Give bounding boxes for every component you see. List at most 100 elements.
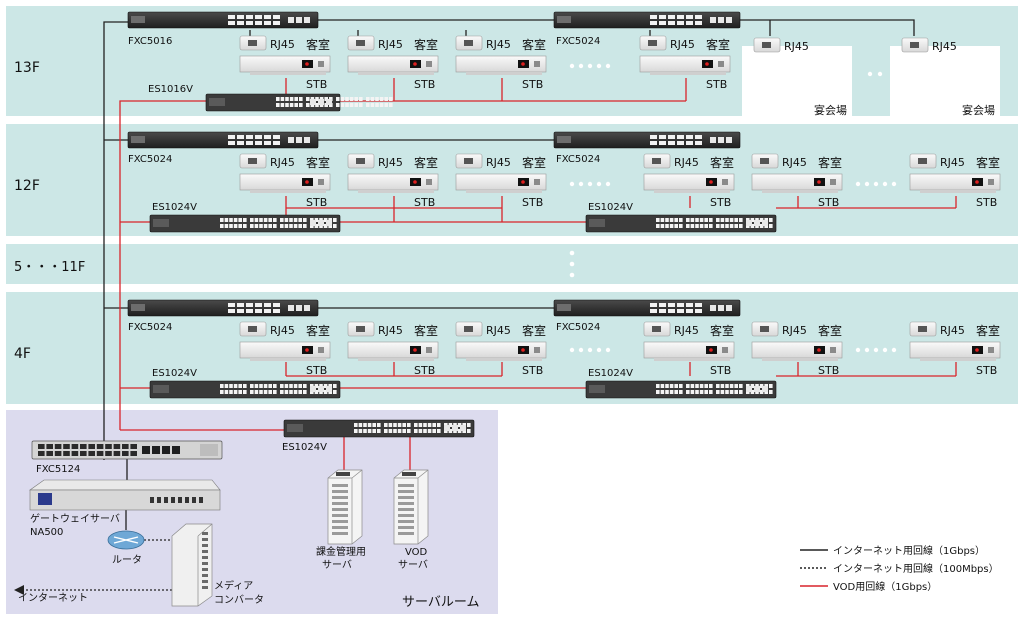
12f-room-l1-rj45-socket	[356, 158, 365, 164]
core-switch-port	[105, 444, 112, 449]
12f-switch-left-port	[264, 141, 271, 145]
gateway-server-slot	[178, 497, 182, 503]
media-converter-port	[202, 568, 208, 571]
12f-switch-mid-port	[686, 141, 693, 145]
12f-vod-switch-left-port	[224, 218, 229, 222]
13f-room-2-rj45-socket	[464, 40, 473, 46]
media-converter-label-line2: コンバータ	[214, 594, 264, 606]
4f-room-r0-rj45-socket	[652, 326, 661, 332]
media-converter-port	[202, 532, 208, 535]
13f-switch-mid-uplink	[710, 17, 716, 23]
12f-switch-left-uplink	[304, 137, 310, 143]
13f-switch-mid	[553, 11, 741, 29]
12f-vod-switch-left-port	[259, 224, 263, 228]
12f-room-l1-stb-box	[347, 173, 439, 191]
13f-switch-left-port	[246, 15, 253, 19]
12f-room-r2-stb-label: STB	[976, 196, 997, 209]
13f-vod-switch-port	[306, 103, 310, 107]
4f-vod-switch-mid-port	[769, 384, 773, 388]
12f-switch-mid-port	[677, 135, 684, 139]
13f-vod-switch-port	[336, 97, 340, 101]
12f-vod-switch-left-port	[303, 224, 307, 228]
media-converter-port	[202, 574, 208, 577]
13f-vod-switch-port	[366, 103, 370, 107]
13f-room-3-stb-box	[639, 55, 731, 73]
media-converter-port	[202, 586, 208, 589]
12f-vod-switch-left-port	[238, 218, 242, 222]
4f-vod-switch-mid-port	[759, 390, 764, 394]
12f-vod-switch-mid-port	[709, 224, 713, 228]
4f-vod-switch-left-port	[233, 390, 238, 394]
server-vod-switch-port	[354, 429, 358, 433]
12f-vod-switch-mid-port	[669, 218, 674, 222]
core-switch-port	[80, 444, 87, 449]
4f-vod-switch-mid-port	[750, 390, 755, 394]
12f-room-l2-stb-label: STB	[522, 196, 543, 209]
gateway-label-line2: NA500	[30, 527, 63, 538]
4f-switch-mid-label: FXC5024	[556, 322, 600, 333]
4f-vod-switch-mid-port	[709, 384, 713, 388]
12f-room-r1	[751, 153, 843, 193]
13f-vod-switch-port	[336, 103, 340, 107]
server-vod-switch-port	[377, 429, 381, 433]
12f-switch-mid-uplink	[726, 137, 732, 143]
4f-vod-switch-left-port	[243, 384, 247, 388]
4f-dots-right	[855, 347, 897, 353]
4f-vod-switch-mid-port	[739, 384, 743, 388]
4f-vod-switch-left-port	[303, 384, 307, 388]
billing-server-label-line2: サーバ	[322, 559, 352, 571]
12f-vod-switch-left-uplink	[310, 220, 316, 226]
13f-vod-switch-port	[370, 97, 375, 101]
12f-vod-switch-left-port	[273, 218, 277, 222]
12f-vod-switch-left-port	[298, 224, 302, 228]
12f-vod-switch-left-port	[250, 218, 254, 222]
vod-server-label-line1: VOD	[405, 547, 428, 558]
4f-vod-switch-left-port	[254, 384, 259, 388]
13f-switch-mid-label: FXC5024	[556, 36, 600, 47]
server-vod-switch-uplink	[452, 425, 458, 431]
4f-vod-switch-mid-port	[674, 384, 678, 388]
4f-vod-switch-left-port	[298, 384, 302, 388]
12f-vod-switch-left-port	[333, 224, 337, 228]
13f-switch-mid-port	[677, 15, 684, 19]
4f-vod-switch-mid-port	[704, 384, 708, 388]
4f-switch-mid-uplink	[726, 305, 732, 311]
backbone-vod	[119, 100, 206, 430]
12f-vod-switch-mid-uplink	[746, 220, 752, 226]
server-vod-switch-uplink	[444, 425, 450, 431]
4f-switch-left-logo	[131, 304, 145, 311]
13f-vod-switch-logo	[209, 98, 225, 106]
server-vod-switch-port	[427, 429, 432, 433]
gateway-server-slot	[150, 497, 154, 503]
server-vod-switch-port	[457, 429, 462, 433]
4f-dots-left	[569, 347, 611, 353]
12f-switch-left-port	[255, 135, 262, 139]
12f-vod-switch-mid-port	[695, 224, 699, 228]
4f-vod-switch-mid-uplink	[754, 386, 760, 392]
core-switch-label: FXC5124	[36, 464, 80, 475]
12f-room-l0	[239, 153, 331, 193]
server-vod-switch-port	[418, 429, 423, 433]
12f-vod-switch-left-port	[243, 218, 247, 222]
13f-vod-switch-port	[285, 103, 289, 107]
12f-vod-switch-left-port	[314, 218, 319, 222]
13f-room-2-stb-led	[521, 62, 525, 66]
12f-dots-right-dot	[873, 181, 879, 187]
13f-vod-switch-port	[366, 97, 370, 101]
server-vod-switch-port	[372, 429, 376, 433]
13f-switch-left-port	[264, 15, 271, 19]
gateway-server	[29, 479, 221, 511]
4f-room-r2-guest-label: 客室	[976, 323, 1000, 338]
server-vod-switch-port	[432, 423, 436, 427]
gateway-server-slot	[192, 497, 196, 503]
4f-vod-switch-left-port	[314, 390, 319, 394]
core-switch-port	[88, 444, 95, 449]
4f-vod-switch-mid-port	[660, 384, 665, 388]
media-converter-port	[202, 556, 208, 559]
4f-switch-mid	[553, 299, 741, 317]
12f-room-r0-stb-label: STB	[710, 196, 731, 209]
12f-vod-switch-mid-uplink	[754, 220, 760, 226]
media-converter-port	[202, 544, 208, 547]
4f-room-r1-stb-box	[751, 341, 843, 359]
